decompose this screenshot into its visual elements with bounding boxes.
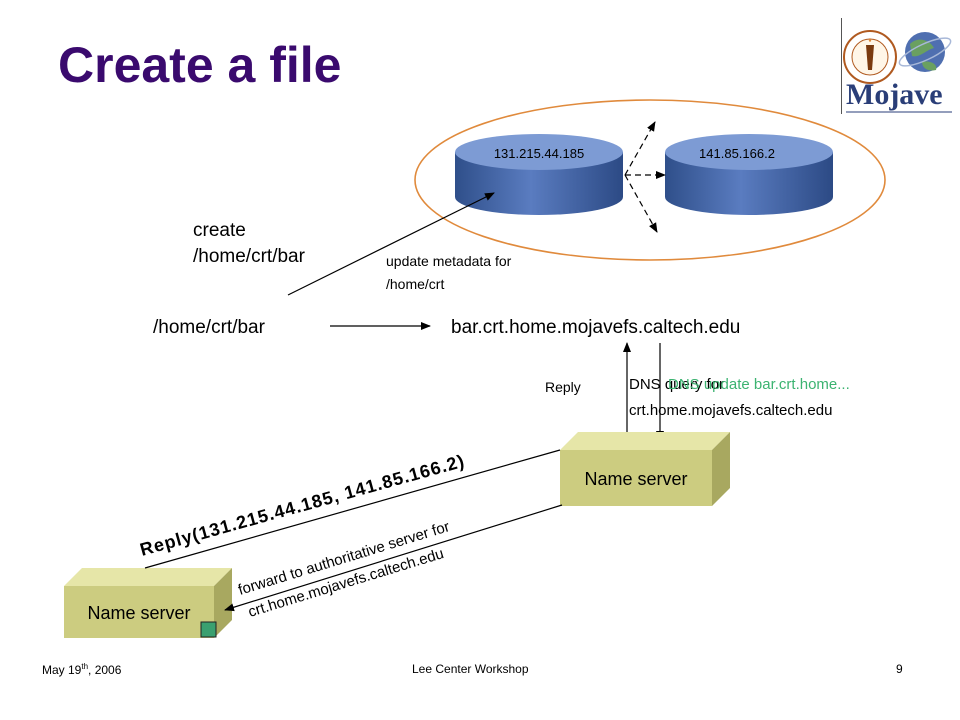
storage-node-1-ip: 131.215.44.185: [494, 146, 584, 161]
replication-arrow-up: [624, 121, 656, 176]
slide-title: Create a file: [58, 37, 342, 93]
name-server-box-lower: [64, 568, 232, 638]
name-server-label-upper: Name server: [584, 469, 687, 489]
forward-arrow: [224, 504, 563, 612]
update-metadata-arrow: [287, 192, 495, 296]
storage-node-1: [455, 134, 623, 215]
create-label-line1: create: [193, 220, 246, 241]
update-metadata-line1: update metadata for: [386, 253, 512, 269]
footer-date: May 19th, 2006: [42, 662, 121, 677]
create-label-line2: /home/crt/bar: [193, 246, 306, 267]
logo-divider: [841, 18, 842, 114]
replication-arrow-down: [624, 174, 658, 233]
caltech-seal-logo: [843, 30, 897, 84]
storage-node-2-ip: 141.85.166.2: [699, 146, 775, 161]
storage-cluster-ellipse: [414, 99, 886, 261]
update-metadata-line2: /home/crt: [386, 276, 444, 292]
storage-node-2: [665, 134, 833, 215]
footer-date-prefix: May 19: [42, 663, 82, 677]
footer-date-sup: th: [81, 662, 89, 671]
status-square-icon: [200, 621, 217, 638]
reply-ips-line: [144, 449, 561, 569]
footer-event: Lee Center Workshop: [412, 662, 529, 676]
hostname-label: bar.crt.home.mojavefs.caltech.edu: [451, 317, 740, 338]
name-server-label-lower: Name server: [87, 603, 190, 623]
name-server-box-upper: [560, 432, 730, 506]
dns-query-line2: crt.home.mojavefs.caltech.edu: [629, 402, 832, 419]
reply-label: Reply: [545, 379, 581, 395]
footer-page-number: 9: [896, 662, 903, 676]
dns-query-line1: DNS query for: [629, 376, 724, 393]
dns-update-label: DNS update bar.crt.home...: [668, 376, 850, 393]
file-path-label: /home/crt/bar: [153, 317, 266, 338]
mojave-wordmark: Mojave: [846, 78, 943, 111]
globe-icon: [898, 32, 952, 72]
footer-date-suffix: , 2006: [88, 663, 122, 677]
